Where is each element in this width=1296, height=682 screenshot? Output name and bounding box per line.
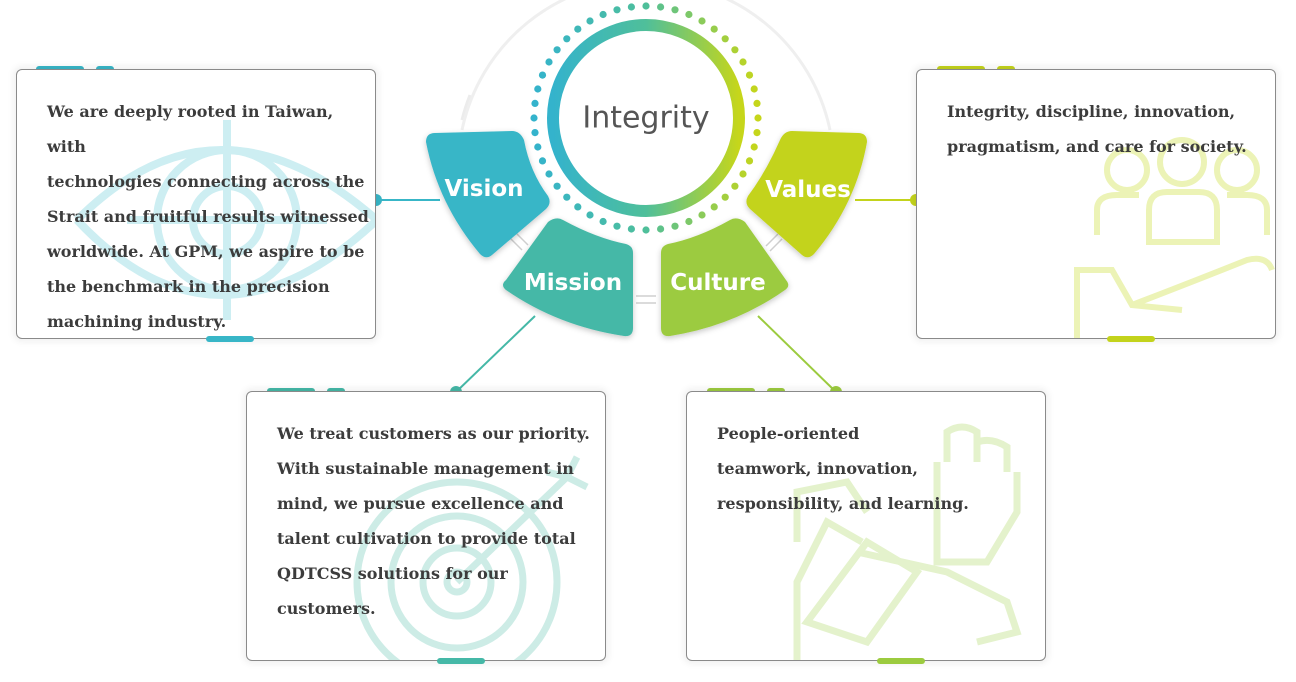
ring-dot [685, 10, 693, 19]
segment-values[interactable] [746, 131, 867, 258]
ring-dot [586, 17, 594, 25]
ring-dot [657, 225, 665, 233]
ring-dot [731, 46, 739, 54]
ring-dot [613, 222, 621, 230]
ring-dot [698, 211, 706, 219]
values-text: Integrity, discipline, innovation, pragm… [947, 102, 1247, 156]
segment-vision[interactable] [426, 131, 550, 258]
ring-dot [574, 203, 582, 211]
ring-dot [538, 157, 547, 165]
ring-dot [750, 143, 758, 151]
ring-dot [613, 6, 621, 14]
guide-arc-outer [460, 0, 832, 131]
integrity-label: Integrity [582, 100, 710, 136]
vision-text: We are deeply rooted in Taiwan, with tec… [47, 102, 369, 331]
ring-dot [671, 222, 679, 230]
ring-dot [745, 157, 754, 165]
ring-dot [545, 58, 553, 66]
ring-dot [721, 35, 729, 43]
ring-dot [750, 85, 758, 93]
mission-text: We treat customers as our priority. With… [277, 424, 590, 618]
ring-dot [553, 46, 561, 54]
connector-mission [455, 315, 536, 393]
ring-dot [534, 143, 542, 151]
ring-dot [538, 71, 547, 79]
ring-dot [531, 99, 539, 107]
ring-dot [642, 2, 650, 10]
vision-card: We are deeply rooted in Taiwan, with tec… [16, 69, 376, 339]
dotted-ring [530, 2, 762, 234]
connector-culture [757, 315, 837, 393]
target-arrow-icon [353, 455, 589, 660]
integrity-ring [547, 19, 745, 217]
ring-dot [545, 170, 553, 178]
mission-card: We treat customers as our priority. With… [246, 391, 606, 661]
ring-dot [627, 3, 636, 11]
ring-dot [599, 217, 607, 226]
vision-bottom-bar [206, 336, 254, 342]
guide-arc-left [460, 94, 472, 121]
ring-dot [745, 71, 754, 79]
ring-dot [574, 25, 582, 33]
ring-dot [563, 35, 571, 43]
ring-dot [627, 225, 636, 233]
culture-label: Culture [670, 270, 766, 296]
gap-marks [509, 232, 783, 304]
ring-dot [698, 17, 706, 25]
ring-dot [753, 129, 761, 137]
values-bottom-bar [1107, 336, 1155, 342]
values-card: Integrity, discipline, innovation, pragm… [916, 69, 1276, 339]
culture-text: People-oriented teamwork, innovation, re… [717, 424, 969, 513]
vision-label: Vision [444, 176, 524, 202]
ring-dot [657, 3, 665, 11]
integrity-core [560, 32, 732, 204]
ring-dot [599, 10, 607, 19]
ring-dot [534, 85, 542, 93]
eye-target-icon [74, 120, 375, 320]
ring-dot [642, 226, 650, 234]
ring-dot [586, 211, 594, 219]
ring-dot [710, 25, 718, 33]
ring-dot [710, 203, 718, 211]
segment-mission[interactable] [503, 218, 633, 337]
mission-label: Mission [523, 270, 623, 296]
ring-dot [754, 114, 762, 122]
ring-dot [731, 182, 739, 190]
ring-dot [553, 182, 561, 190]
ring-dot [685, 217, 693, 226]
mission-bottom-bar [437, 658, 485, 664]
segment-culture[interactable] [661, 218, 789, 337]
ring-dot [530, 114, 538, 122]
people-in-hand-icon [1074, 137, 1275, 338]
ring-dot [721, 193, 729, 201]
ring-dot [739, 170, 747, 178]
culture-card: People-oriented teamwork, innovation, re… [686, 391, 1046, 661]
culture-bottom-bar [877, 658, 925, 664]
values-label: Values [765, 177, 851, 203]
ring-dot [531, 129, 539, 137]
ring-dot [753, 99, 761, 107]
ring-dot [739, 58, 747, 66]
ring-dot [671, 6, 679, 14]
ring-dot [563, 193, 571, 201]
joined-hands-icon [793, 423, 1022, 660]
